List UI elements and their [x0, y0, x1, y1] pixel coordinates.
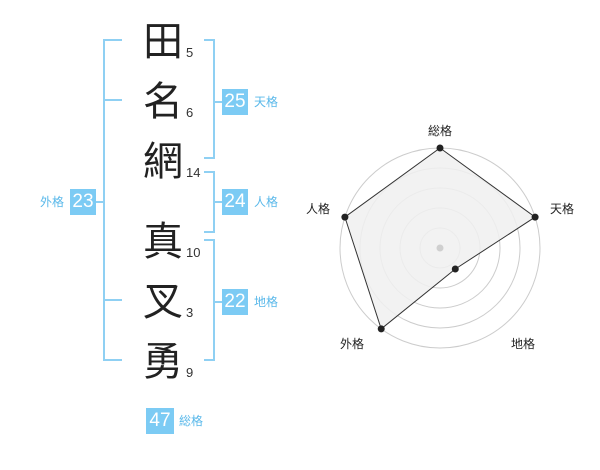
radar-axis-label-chikaku: 地格: [511, 337, 536, 351]
tenkaku-label: 天格: [254, 95, 279, 109]
chikaku-value-badge: 22: [222, 289, 248, 315]
name-char-2: 名: [143, 79, 183, 125]
radar-axis-label-soukaku: 総格: [428, 124, 453, 138]
radar-axis-label-gaikaku: 外格: [340, 337, 365, 351]
tenkaku-value-badge: 25: [222, 89, 248, 115]
stroke-count-6: 9: [186, 365, 194, 380]
radar-polygon: [344, 147, 536, 330]
radar-point-4: [377, 325, 385, 333]
stroke-count-1: 5: [186, 45, 194, 60]
radar-center-dot: [436, 244, 444, 252]
stroke-count-4: 10: [186, 245, 201, 260]
chikaku-label: 地格: [254, 295, 279, 309]
chikaku-bracket: [204, 239, 215, 361]
radar-point-1: [436, 144, 444, 152]
radar-point-2: [531, 213, 539, 221]
soukaku-value-badge: 47: [146, 408, 174, 434]
radar-axis-label-tenkaku: 天格: [550, 202, 575, 216]
radar-point-3: [451, 265, 459, 273]
radar-point-5: [341, 213, 349, 221]
stroke-count-5: 3: [186, 305, 194, 320]
gaikaku-bracket: [103, 39, 122, 361]
jinkaku-label: 人格: [254, 195, 279, 209]
name-char-3: 網: [143, 139, 183, 185]
radar-points: [341, 144, 539, 333]
name-char-1: 田: [143, 19, 183, 65]
gaikaku-value-badge: 23: [70, 189, 96, 215]
stroke-count-2: 6: [186, 105, 194, 120]
name-char-5: 叉: [143, 279, 183, 325]
name-char-4: 真: [143, 219, 183, 265]
jinkaku-value-badge: 24: [222, 189, 248, 215]
gaikaku-label: 外格: [40, 195, 65, 209]
stroke-count-3: 14: [186, 165, 201, 180]
soukaku-label: 総格: [179, 414, 204, 428]
name-char-6: 勇: [143, 339, 183, 385]
tenkaku-bracket: [204, 39, 215, 159]
radar-axis-label-jinkaku: 人格: [306, 202, 331, 216]
